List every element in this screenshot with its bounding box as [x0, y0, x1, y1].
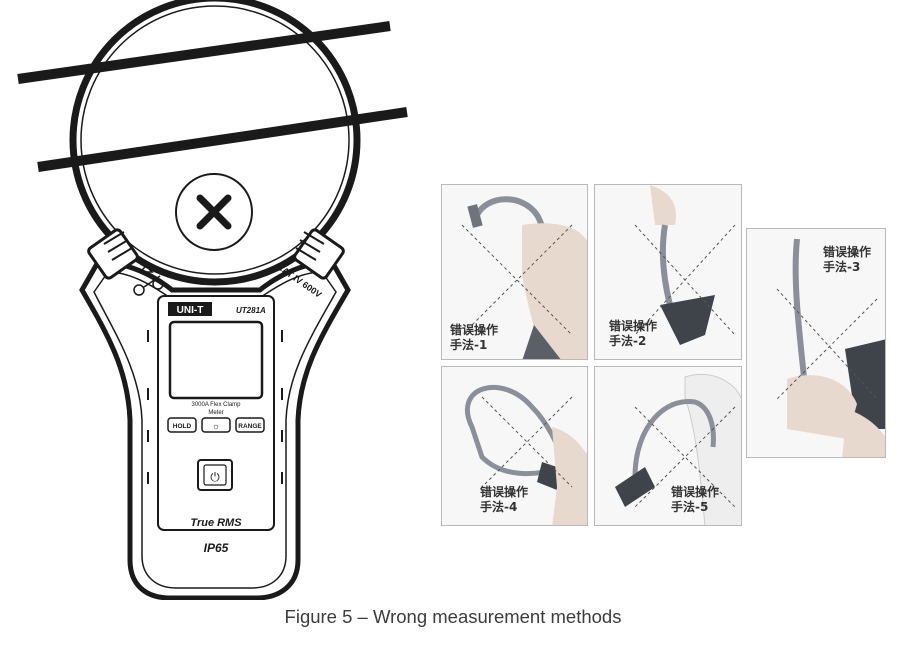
conductor-lower [37, 107, 408, 172]
side-grip-marks [147, 330, 283, 484]
right-coil-connector [293, 228, 345, 280]
lcd-screen [168, 320, 264, 400]
wrong-method-photo-5: 错误操作 手法-5 [594, 366, 742, 526]
wrong-x-icon [175, 173, 253, 251]
lock-unlock-icon [133, 264, 164, 296]
figure-caption: Figure 5 – Wrong measurement methods [284, 606, 622, 627]
wrong-method-photo-3: 错误操作 手法-3 [746, 228, 886, 458]
brand-badge [168, 302, 212, 316]
model-label: UT281A [236, 306, 266, 315]
flex-coil-inner-edge [80, 5, 350, 275]
hold-button-label: HOLD [173, 423, 192, 430]
wrong-method-photo-4: 错误操作 手法-4 [441, 366, 588, 526]
photo-5-caption: 错误操作 手法-5 [671, 485, 720, 514]
power-button[interactable]: ⏻ [197, 459, 233, 491]
backlight-icon: ☼ [212, 421, 220, 431]
ip-rating-label: IP65 [204, 541, 229, 555]
spec-label-line2: Meter [208, 410, 223, 416]
clamp-meter-drawing: CAT IV 600V UNI-T UT281A 3000A Flex Clam… [17, 0, 408, 600]
photo-2-caption: 错误操作 手法-2 [609, 319, 658, 348]
brand-logo: UNI-T [177, 305, 204, 316]
power-icon: ⏻ [210, 470, 220, 484]
left-coil-connector [87, 228, 139, 280]
true-rms-label: True RMS [190, 517, 242, 529]
hold-button[interactable]: HOLD [167, 417, 197, 433]
conductor-upper [17, 21, 391, 84]
photo-4-caption: 错误操作 手法-4 [480, 485, 529, 514]
range-button-label: RANGE [238, 423, 262, 430]
wrong-method-photo-2: 错误操作 手法-2 [594, 184, 742, 360]
photo-3-caption: 错误操作 手法-3 [823, 245, 872, 274]
backlight-button[interactable]: ☼ [201, 417, 231, 433]
range-button[interactable]: RANGE [235, 417, 265, 433]
wrong-method-photo-1: 错误操作 手法-1 [441, 184, 588, 360]
spec-label-line1: 3000A Flex Clamp [191, 402, 241, 408]
photo-1-caption: 错误操作 手法-1 [450, 323, 499, 352]
